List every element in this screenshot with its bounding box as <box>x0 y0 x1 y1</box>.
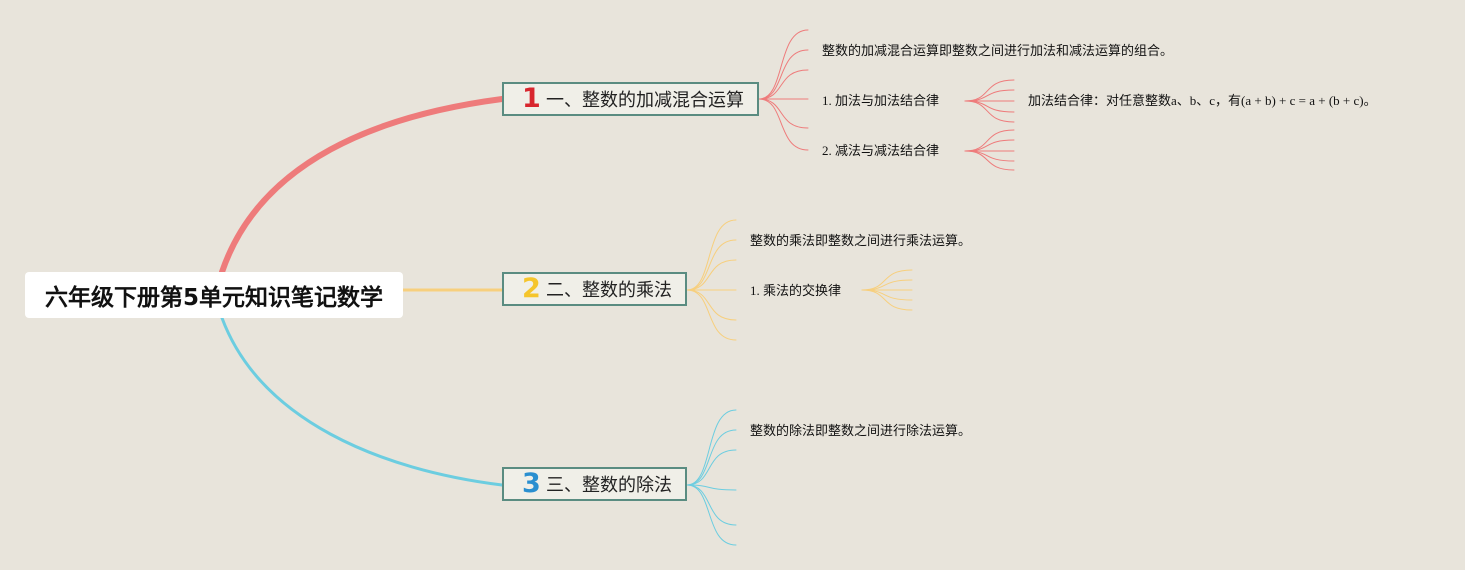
connector-branch-3-3 <box>686 449 737 486</box>
connector-subtopic-2-2-2 <box>861 279 913 291</box>
subtopic-3-1[interactable]: 整数的除法即整数之间进行除法运算。 <box>750 423 972 438</box>
connector-subtopic-2-2-5 <box>861 289 913 311</box>
connector-branch-3-6 <box>686 484 737 546</box>
branch-label-1: 一、整数的加减混合运算 <box>546 90 744 111</box>
connector-subtopic-1-2-4 <box>964 100 1015 113</box>
subtopic-2-2[interactable]: 1. 乘法的交换律 <box>750 283 842 298</box>
connector-branch-2-1 <box>686 219 737 291</box>
connector-branch-1-6 <box>758 98 809 151</box>
branch-number-2: 2 <box>522 273 541 304</box>
subtopic-1-1[interactable]: 整数的加减混合运算即整数之间进行加法和减法运算的组合。 <box>822 43 1174 58</box>
subtopic-1-2[interactable]: 1. 加法与加法结合律 <box>822 93 940 108</box>
root-topic[interactable]: 六年级下册第5单元知识笔记数学 <box>25 272 403 318</box>
branch-topic-3[interactable]: 3 三、整数的除法 <box>502 467 687 501</box>
connector-subtopic-1-3-4 <box>964 150 1015 162</box>
connector-branch-3-2 <box>686 429 737 486</box>
connector-branch-2-6 <box>686 289 737 341</box>
connector-subtopic-1-2-2 <box>964 89 1015 102</box>
connector-branch-3-5 <box>686 484 737 526</box>
branch-label-3: 三、整数的除法 <box>546 475 672 496</box>
branch-topic-2[interactable]: 2 二、整数的乘法 <box>502 272 687 306</box>
connector-root-branch-3 <box>220 316 504 487</box>
branch-number-1: 1 <box>522 83 541 114</box>
connector-subtopic-2-2-4 <box>861 289 913 301</box>
subtopic-1-2-1[interactable]: 加法结合律：对任意整数a、b、c，有(a + b) + c = a + (b +… <box>1028 93 1377 108</box>
connector-branch-1-3 <box>758 69 809 100</box>
branch-number-3: 3 <box>522 468 541 499</box>
connector-subtopic-1-3-2 <box>964 139 1015 152</box>
connector-subtopic-1-2-5 <box>964 100 1015 123</box>
connector-root-branch-1 <box>219 96 505 275</box>
connector-branch-2-3 <box>686 259 737 291</box>
connector-branch-1-5 <box>758 98 809 129</box>
branch-label-2: 二、整数的乘法 <box>546 280 672 301</box>
branch-topic-1[interactable]: 1 一、整数的加减混合运算 <box>502 82 759 116</box>
connector-branch-2-5 <box>686 289 737 321</box>
connector-subtopic-1-3-5 <box>964 150 1015 171</box>
connector-branch-1-1 <box>758 29 809 100</box>
subtopic-1-3[interactable]: 2. 减法与减法结合律 <box>822 143 940 158</box>
connector-branch-3-1 <box>686 409 737 486</box>
connector-branch-2-2 <box>686 239 737 291</box>
connector-branch-3-4 <box>686 484 737 491</box>
subtopic-2-1[interactable]: 整数的乘法即整数之间进行乘法运算。 <box>750 233 972 248</box>
connector-branch-1-2 <box>758 49 809 100</box>
